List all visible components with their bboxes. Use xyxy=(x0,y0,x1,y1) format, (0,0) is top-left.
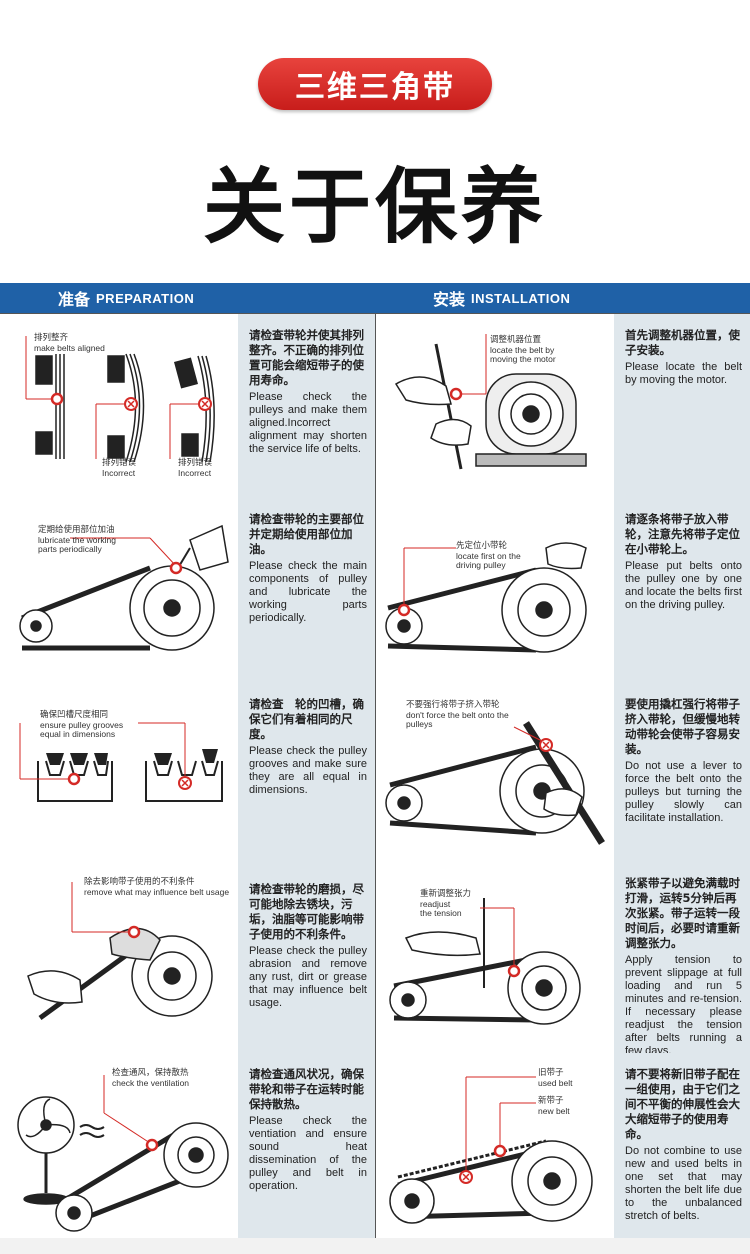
label-lubricate: 定期给使用部位加油 lubricate the working parts pe… xyxy=(38,525,116,554)
table-row: 除去影响带子使用的不利条件 remove what may influence … xyxy=(0,868,750,1054)
table-row: 确保凹槽尺度相同 ensure pulley grooves equal in … xyxy=(0,683,750,869)
illustration-remove-rust: 除去影响带子使用的不利条件 remove what may influence … xyxy=(0,868,239,1053)
header-installation: 安装 INSTALLATION xyxy=(433,283,570,313)
illustration-no-lever: 不要强行将带子挤入带轮 don't force the belt onto th… xyxy=(376,683,615,868)
instruction-text: 请检查 轮的凹槽，确保它们有着相同的尺度。 Please check the p… xyxy=(238,683,376,868)
illustration-align-belts: 排列整齐 make belts aligned 排列错误 Incorrect 排… xyxy=(0,314,239,498)
label-remove-rust: 除去影响带子使用的不利条件 remove what may influence … xyxy=(84,877,230,897)
illustration-locate-belt: 调整机器位置 locate the belt by moving the mot… xyxy=(376,314,615,498)
label-no-lever: 不要强行将带子挤入带轮 don't force the belt onto th… xyxy=(406,700,509,729)
illustration-tension: 重新调整张力 readjust the tension xyxy=(376,868,615,1053)
header-prep-zh: 准备 xyxy=(58,290,91,309)
grooves-drawing xyxy=(19,722,223,802)
instruction-text: 请检查通风状况，确保带轮和带子在运转时能保持散热。 Please check t… xyxy=(238,1053,376,1239)
label-new-belt: 新带子 new belt xyxy=(538,1096,570,1116)
instruction-text: 要使用撬杠强行将带子挤入带轮，但缓慢地转动带轮会使带子容易安装。 Do not … xyxy=(614,683,750,868)
header-inst-en: INSTALLATION xyxy=(471,290,571,306)
instruction-text: 请检查带轮的磨损，尽可能地除去锈块，污垢，油脂等可能影响带子使用的不利条件。 P… xyxy=(238,868,376,1053)
label-ventilation: 检查通风，保持散热 check the ventilation xyxy=(112,1068,190,1088)
driving-pulley-drawing xyxy=(385,542,587,653)
mixed-belts-drawing xyxy=(389,1076,593,1224)
illustration-driving-pulley: 先定位小带轮 locate first on the driving pulle… xyxy=(376,498,615,683)
label-aligned: 排列整齐 make belts aligned xyxy=(34,333,105,353)
page-title: 关于保养 xyxy=(202,160,547,255)
table-row: 排列整齐 make belts aligned 排列错误 Incorrect 排… xyxy=(0,314,750,499)
instruction-text: 请逐条将带子放入带轮，注意先将带子定位在小带轮上。 Please put bel… xyxy=(614,498,750,683)
maintenance-grid: 排列整齐 make belts aligned 排列错误 Incorrect 排… xyxy=(0,313,750,1240)
section-header-bar: 准备 PREPARATION 安装 INSTALLATION xyxy=(0,283,750,313)
header-inst-zh: 安装 xyxy=(433,290,466,309)
label-driving-pulley: 先定位小带轮 locate first on the driving pulle… xyxy=(456,541,521,570)
table-row: 定期给使用部位加油 lubricate the working parts pe… xyxy=(0,498,750,684)
tension-drawing xyxy=(389,898,581,1025)
ventilation-drawing xyxy=(17,1075,229,1232)
label-locate-belt: 调整机器位置 locate the belt by moving the mot… xyxy=(490,335,556,364)
illustration-lubricate: 定期给使用部位加油 lubricate the working parts pe… xyxy=(0,498,239,683)
no-lever-drawing xyxy=(385,721,605,845)
label-tension: 重新调整张力 readjust the tension xyxy=(420,889,472,918)
locate-belt-drawing xyxy=(394,334,587,470)
header-preparation: 准备 PREPARATION xyxy=(58,283,194,313)
instruction-text: 首先调整机器位置，使子安装。 Please locate the belt by… xyxy=(614,314,750,498)
illustration-mixed-belts: 旧带子 used belt 新带子 new belt xyxy=(376,1053,615,1239)
category-badge: 三维三角带 xyxy=(258,58,492,110)
bottom-bar xyxy=(0,1238,750,1254)
label-incorrect-2: 排列错误 Incorrect xyxy=(178,458,213,478)
instruction-text: 请检查带轮的主要部位并定期给使用部位加油。 Please check the m… xyxy=(238,498,376,683)
lubricate-drawing xyxy=(19,524,229,651)
table-row: 检查通风，保持散热 check the ventilation 请检查通风状况，… xyxy=(0,1053,750,1240)
remove-rust-drawing xyxy=(27,882,213,1021)
header-prep-en: PREPARATION xyxy=(96,290,195,306)
label-grooves: 确保凹槽尺度相同 ensure pulley grooves equal in … xyxy=(40,710,124,739)
align-belts-drawing xyxy=(25,336,215,463)
instruction-text: 张紧带子以避免满载时打滑，运转5分钟后再次张紧。带子运转一段时间后，必要时请重新… xyxy=(614,868,750,1053)
label-incorrect-1: 排列错误 Incorrect xyxy=(102,458,137,478)
instruction-text: 请检查带轮并使其排列整齐。不正确的排列位置可能会缩短带子的使用寿命。 Pleas… xyxy=(238,314,376,498)
instruction-text: 请不要将新旧带子配在一组使用，由于它们之间不平衡的伸展性会大大缩短带子的使用寿命… xyxy=(614,1053,750,1239)
illustration-grooves: 确保凹槽尺度相同 ensure pulley grooves equal in … xyxy=(0,683,239,868)
label-used-belt: 旧带子 used belt xyxy=(538,1068,573,1088)
illustration-ventilation: 检查通风，保持散热 check the ventilation xyxy=(0,1053,239,1239)
